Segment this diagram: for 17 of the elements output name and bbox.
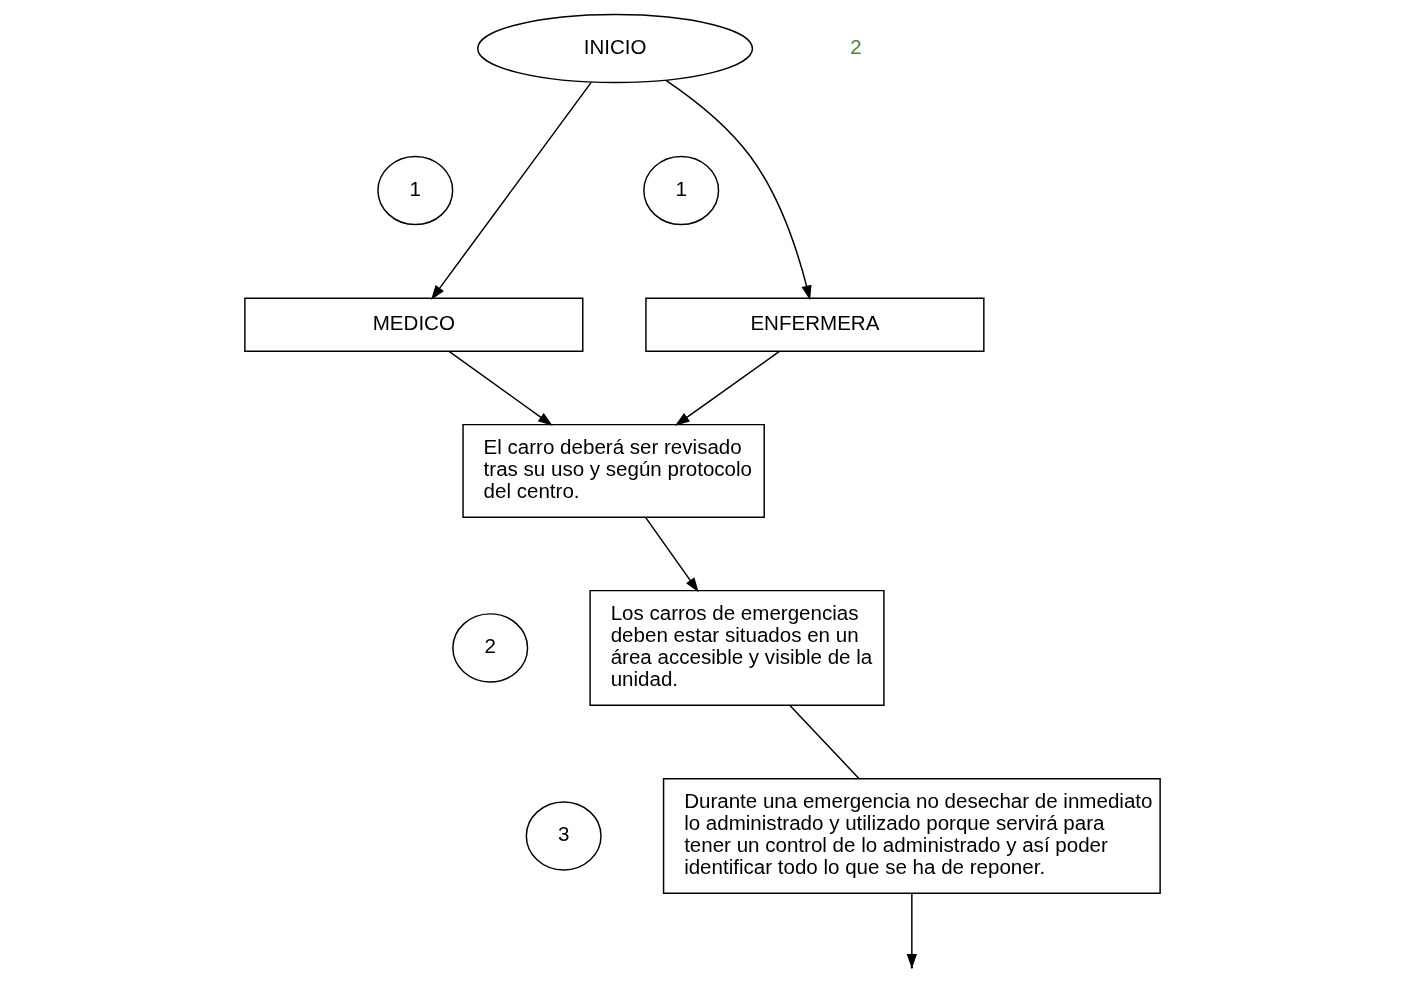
connector <box>788 704 860 780</box>
arrow <box>665 79 812 301</box>
arrow <box>644 516 699 593</box>
node-box: Durante una emergencia no desechar de inmediato lo administrado y utilizado porque servirá para tener un control de lo administrado y así poder identificar todo lo que se ha de reponer. <box>662 777 1161 894</box>
node-box: El carro deberá ser revisado tras su uso y según protocolo del centro. <box>461 423 765 518</box>
node-circle: 2 <box>451 613 528 683</box>
node-ellipse: INICIO <box>476 13 753 84</box>
node-circle: 1 <box>642 155 719 226</box>
arrow <box>447 350 553 426</box>
arrow <box>430 81 592 300</box>
node-box: Los carros de emergencias deben estar situados en un área accesible y visible de la unidad. <box>588 589 885 706</box>
node-circle: 3 <box>525 801 602 871</box>
node-box: ENFERMERA <box>644 297 985 352</box>
node-box: MEDICO <box>243 297 583 352</box>
arrow <box>674 350 780 426</box>
node-circle: 1 <box>376 155 453 226</box>
label: 2 <box>849 34 862 58</box>
